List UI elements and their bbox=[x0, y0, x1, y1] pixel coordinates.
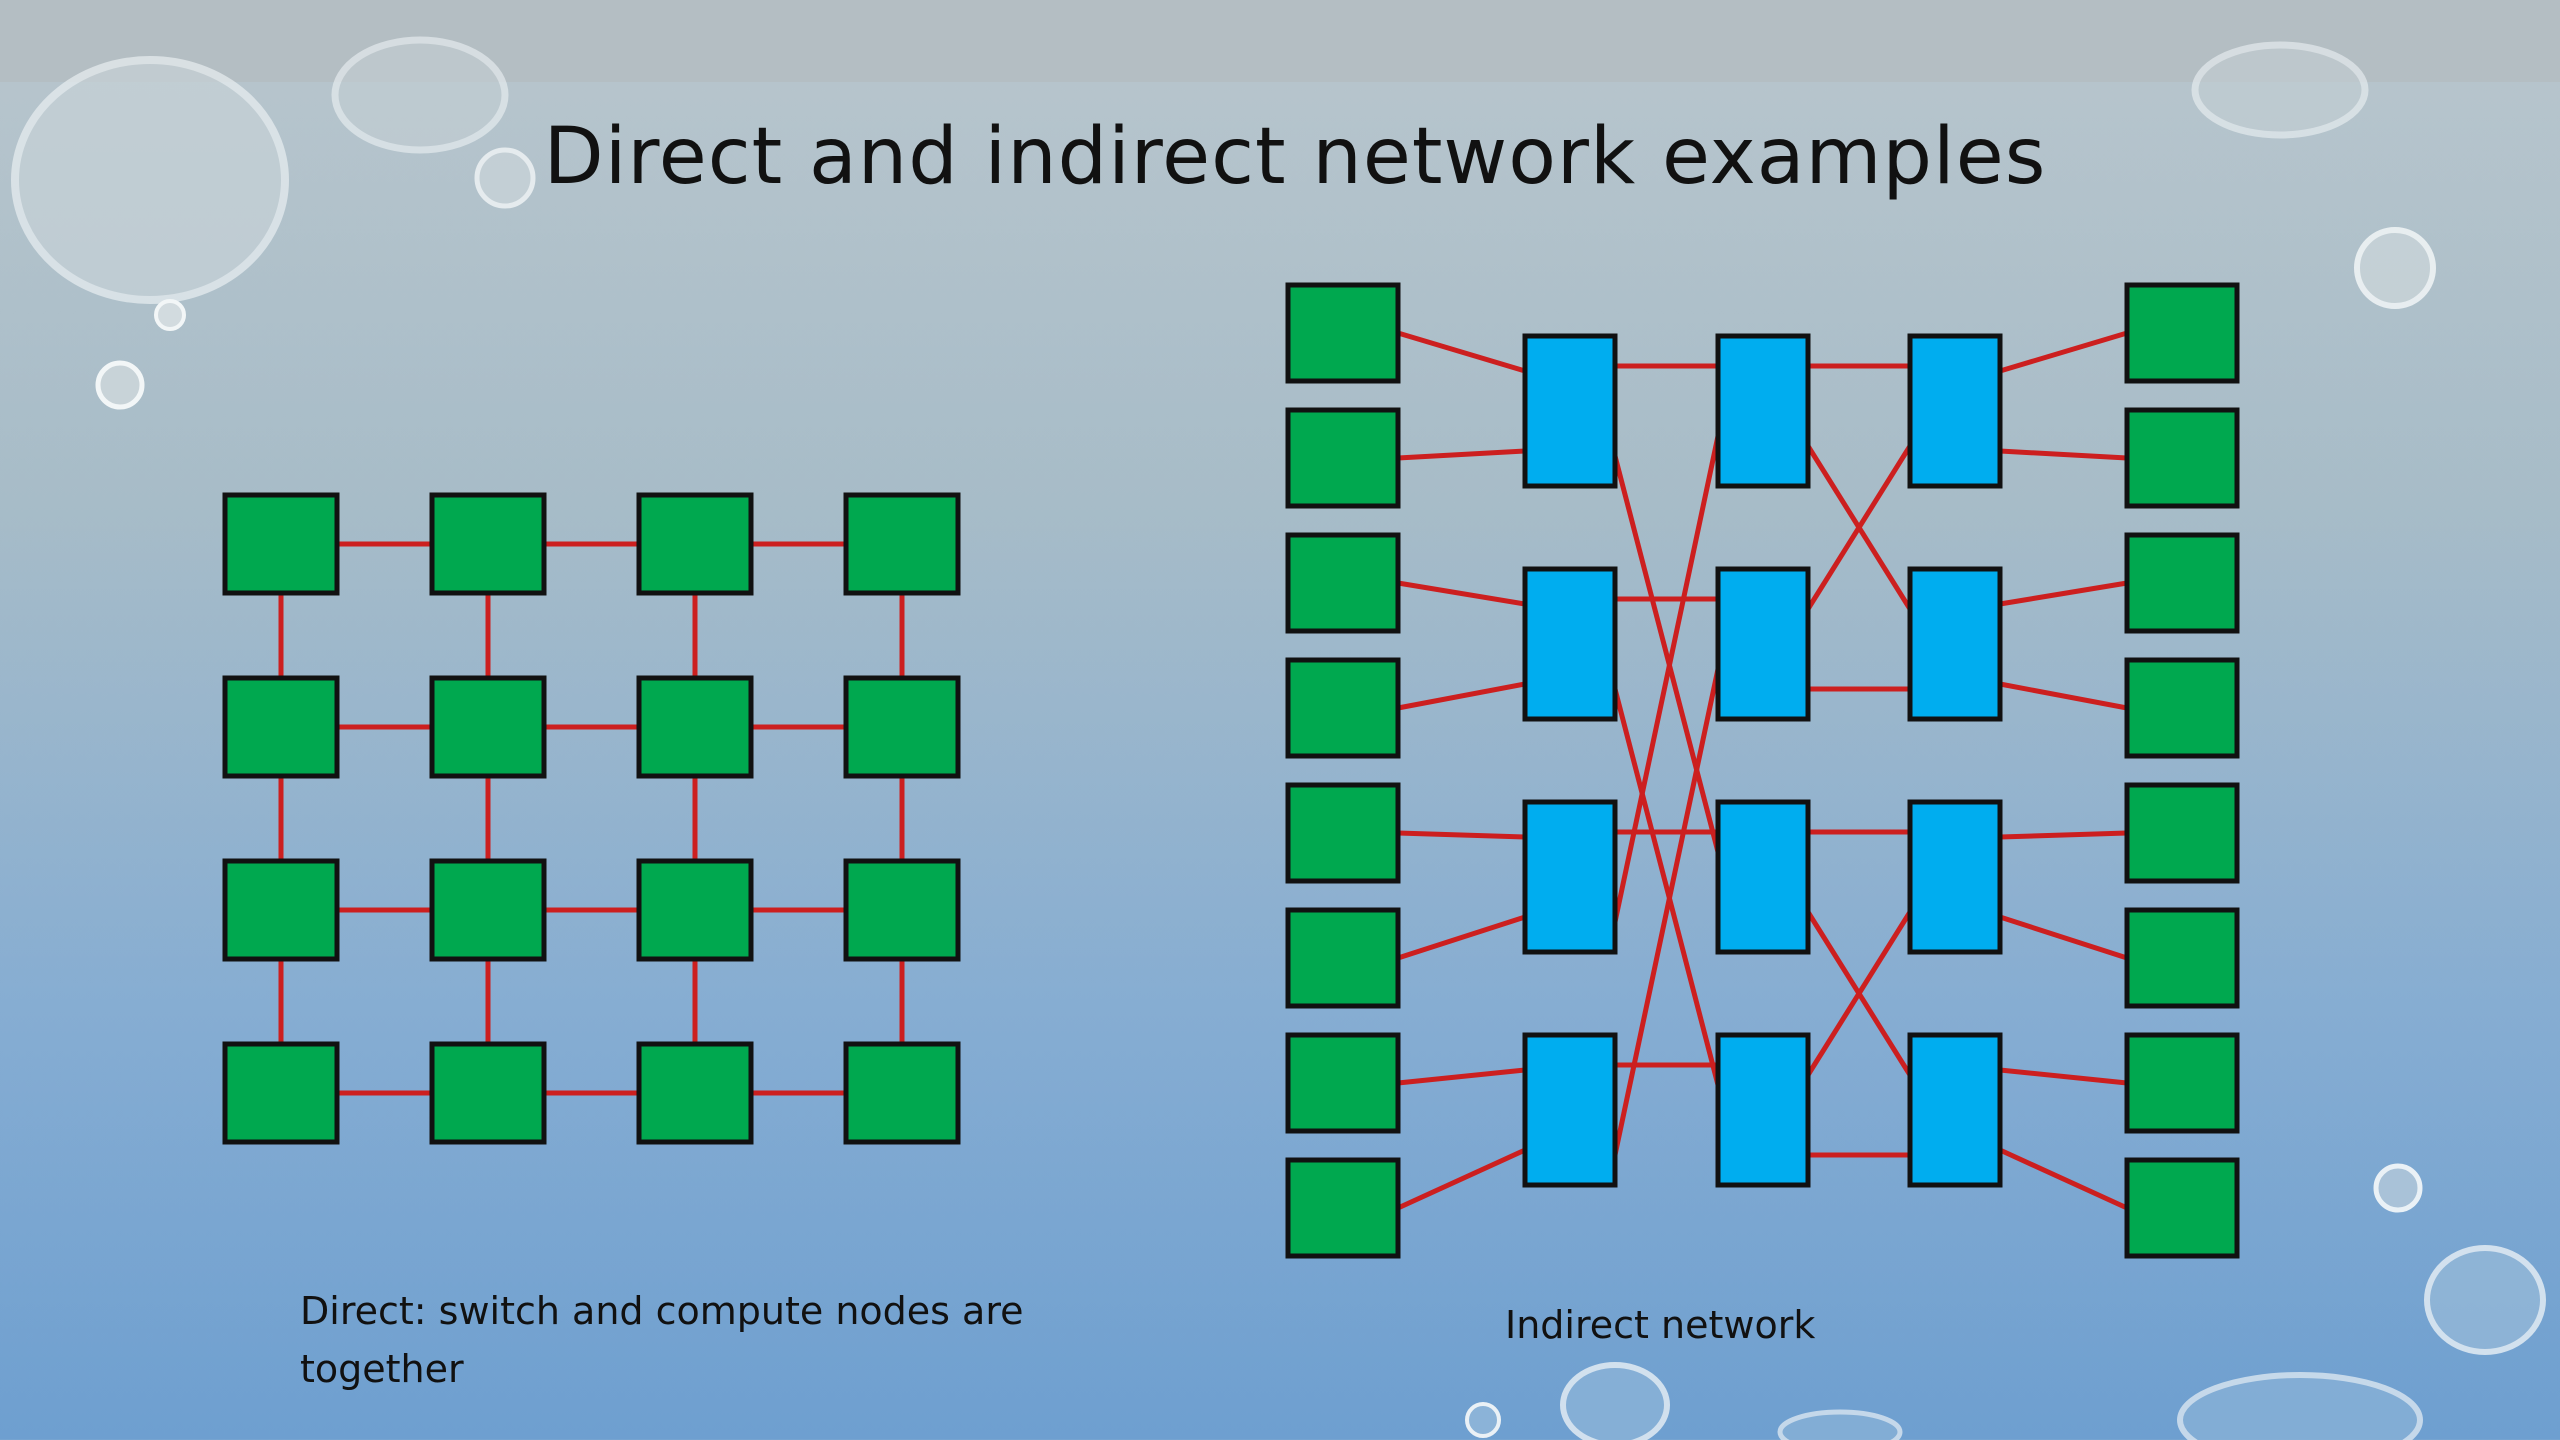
compute-node bbox=[1285, 657, 1401, 759]
direct-network-links bbox=[278, 541, 905, 1096]
slide-title: Direct and indirect network examples bbox=[543, 112, 2047, 202]
indirect-link bbox=[1397, 1067, 1526, 1086]
indirect-network-nodes bbox=[1285, 282, 2240, 1259]
indirect-link bbox=[1397, 448, 1526, 461]
direct-network-caption: Direct: switch and compute nodes are tog… bbox=[300, 1289, 1024, 1391]
switch-node bbox=[1715, 799, 1811, 955]
compute-node bbox=[843, 492, 961, 596]
compute-node bbox=[222, 858, 340, 962]
compute-node bbox=[2124, 1032, 2240, 1134]
indirect-link bbox=[1999, 580, 2128, 607]
switch-node bbox=[1522, 1032, 1618, 1188]
compute-node bbox=[222, 675, 340, 779]
switch-node bbox=[1715, 566, 1811, 722]
compute-node bbox=[1285, 407, 1401, 509]
compute-node bbox=[1285, 1032, 1401, 1134]
compute-node bbox=[1285, 907, 1401, 1009]
switch-node bbox=[1522, 333, 1618, 489]
indirect-link bbox=[1612, 435, 1721, 923]
indirect-link bbox=[1612, 455, 1721, 853]
switch-node bbox=[1907, 1032, 2003, 1188]
compute-node bbox=[1285, 1157, 1401, 1259]
indirect-link bbox=[1999, 330, 2128, 374]
compute-node bbox=[1285, 782, 1401, 884]
indirect-link bbox=[1397, 681, 1526, 711]
switch-node bbox=[1715, 1032, 1811, 1188]
compute-node bbox=[2124, 657, 2240, 759]
switch-node bbox=[1715, 333, 1811, 489]
compute-node bbox=[429, 675, 547, 779]
switch-node bbox=[1907, 799, 2003, 955]
indirect-link bbox=[1998, 1147, 2129, 1211]
compute-node bbox=[636, 858, 754, 962]
indirect-link bbox=[1397, 914, 1526, 961]
water-droplets bbox=[11, 36, 2546, 1440]
indirect-link bbox=[1397, 830, 1526, 840]
indirect-link bbox=[1999, 914, 2128, 961]
indirect-link bbox=[1805, 444, 1913, 611]
indirect-network-links bbox=[1396, 330, 2129, 1211]
switch-node bbox=[1907, 333, 2003, 489]
indirect-link bbox=[1396, 1147, 1527, 1211]
compute-node bbox=[636, 492, 754, 596]
compute-node bbox=[843, 1041, 961, 1145]
compute-node bbox=[429, 858, 547, 962]
compute-node bbox=[2124, 1157, 2240, 1259]
indirect-link bbox=[1999, 448, 2128, 461]
indirect-link bbox=[1999, 681, 2128, 711]
compute-node bbox=[2124, 907, 2240, 1009]
compute-node bbox=[1285, 532, 1401, 634]
indirect-link bbox=[1612, 668, 1721, 1156]
compute-node bbox=[636, 675, 754, 779]
compute-node bbox=[429, 492, 547, 596]
switch-node bbox=[1522, 799, 1618, 955]
compute-node bbox=[1285, 282, 1401, 384]
compute-node bbox=[429, 1041, 547, 1145]
indirect-link bbox=[1805, 910, 1913, 1077]
indirect-link bbox=[1397, 580, 1526, 607]
compute-node bbox=[636, 1041, 754, 1145]
switch-node bbox=[1907, 566, 2003, 722]
compute-node bbox=[2124, 532, 2240, 634]
direct-network-nodes bbox=[222, 492, 961, 1145]
compute-node bbox=[2124, 282, 2240, 384]
switch-node bbox=[1522, 566, 1618, 722]
indirect-network-caption: Indirect network bbox=[1505, 1303, 1816, 1347]
indirect-link bbox=[1612, 688, 1721, 1086]
indirect-link bbox=[1999, 1067, 2128, 1086]
compute-node bbox=[843, 675, 961, 779]
compute-node bbox=[222, 492, 340, 596]
indirect-link bbox=[1397, 330, 1526, 374]
indirect-link bbox=[1999, 830, 2128, 840]
compute-node bbox=[843, 858, 961, 962]
compute-node bbox=[2124, 407, 2240, 509]
compute-node bbox=[222, 1041, 340, 1145]
compute-node bbox=[2124, 782, 2240, 884]
